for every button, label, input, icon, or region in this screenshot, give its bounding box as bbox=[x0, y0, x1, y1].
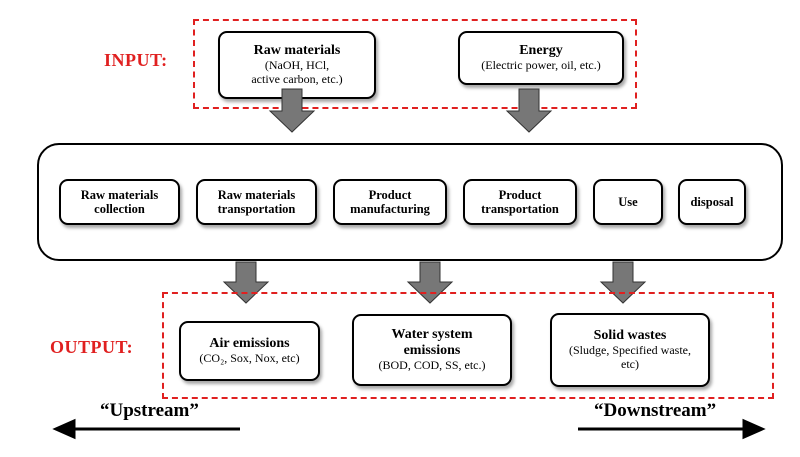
raw-materials-title: Raw materials bbox=[253, 43, 341, 59]
energy-detail: (Electric power, oil, etc.) bbox=[481, 58, 601, 73]
raw-materials-detail-2: active carbon, etc.) bbox=[251, 72, 343, 87]
stage-product-manufacturing: Product manufacturing bbox=[333, 179, 447, 225]
downstream-label: “Downstream” bbox=[594, 400, 717, 421]
stage-use: Use bbox=[593, 179, 663, 225]
input-group-frame bbox=[193, 19, 637, 109]
energy-box: Energy (Electric power, oil, etc.) bbox=[458, 31, 624, 85]
input-label: INPUT: bbox=[104, 50, 168, 70]
air-emissions-detail: (CO₂, Sox, Nox, etc) bbox=[199, 351, 300, 366]
raw-materials-box: Raw materials (NaOH, HCl, active carbon,… bbox=[218, 31, 376, 99]
downstream-arrow-head bbox=[742, 418, 766, 440]
water-emissions-title-2: emissions bbox=[403, 343, 461, 359]
solid-wastes-detail-1: (Sludge, Specified waste, bbox=[569, 343, 691, 358]
raw-materials-detail-1: (NaOH, HCl, bbox=[264, 58, 330, 73]
air-emissions-title: Air emissions bbox=[209, 336, 290, 352]
stage-product-transportation: Product transportation bbox=[463, 179, 577, 225]
output-label: OUTPUT: bbox=[50, 337, 134, 357]
upstream-arrow-head bbox=[52, 418, 76, 440]
output-group-frame bbox=[162, 292, 774, 399]
down-arrow-raw-materials bbox=[268, 88, 316, 133]
air-emissions-box: Air emissions (CO₂, Sox, Nox, etc) bbox=[179, 321, 320, 381]
solid-wastes-title: Solid wastes bbox=[593, 328, 667, 344]
water-emissions-box: Water system emissions (BOD, COD, SS, et… bbox=[352, 314, 512, 386]
solid-wastes-detail-2: etc) bbox=[621, 357, 639, 372]
down-arrow-energy bbox=[505, 88, 553, 133]
water-emissions-title-1: Water system bbox=[391, 327, 473, 342]
solid-wastes-box: Solid wastes (Sludge, Specified waste, e… bbox=[550, 313, 710, 387]
upstream-label: “Upstream” bbox=[100, 400, 199, 421]
energy-title: Energy bbox=[519, 43, 563, 59]
stage-raw-materials-collection: Raw materials collection bbox=[59, 179, 180, 225]
stage-disposal: disposal bbox=[678, 179, 746, 225]
water-emissions-detail: (BOD, COD, SS, etc.) bbox=[378, 358, 486, 373]
stage-raw-materials-transportation: Raw materials transportation bbox=[196, 179, 317, 225]
